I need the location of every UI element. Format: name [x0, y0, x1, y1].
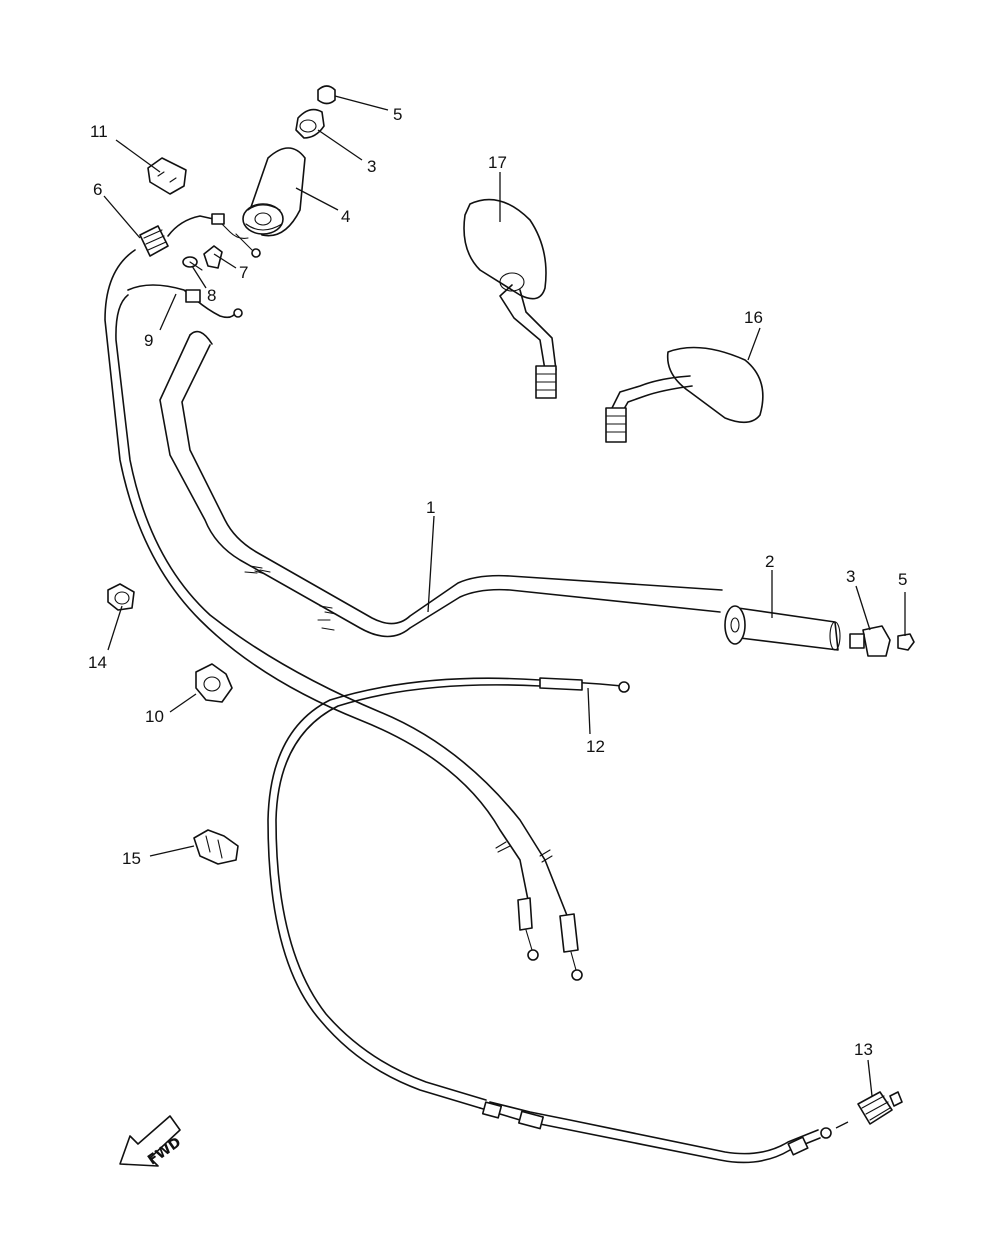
callout-labels: 5 3 4 11 6 7 8 9 17 16 1 2 3 5 14 10 12 … — [88, 105, 907, 1059]
cable-clamp-11[interactable] — [147, 157, 187, 195]
callout-12: 12 — [586, 737, 605, 756]
clutch-cable-12[interactable] — [267, 677, 832, 1164]
throttle-grip[interactable] — [242, 147, 306, 237]
screw-left[interactable] — [897, 633, 915, 651]
switch-lead-9[interactable] — [127, 284, 243, 319]
grip-end-left[interactable] — [849, 625, 891, 657]
callout-1: 1 — [426, 498, 435, 517]
grip-end-right[interactable] — [295, 108, 325, 139]
throttle-cables[interactable] — [104, 249, 583, 981]
holder-10[interactable] — [195, 663, 233, 703]
throttle-housing-6[interactable] — [139, 213, 261, 258]
callout-10: 10 — [145, 707, 164, 726]
leader-lines — [103, 95, 906, 1129]
callout-16: 16 — [744, 308, 763, 327]
callout-15: 15 — [122, 849, 141, 868]
callout-4: 4 — [341, 207, 350, 226]
screw-8[interactable] — [182, 256, 203, 271]
callout-8: 8 — [207, 286, 216, 305]
holder-15[interactable] — [193, 829, 239, 865]
callout-9: 9 — [144, 331, 153, 350]
callout-6: 6 — [93, 180, 102, 199]
callout-7: 7 — [239, 263, 248, 282]
callout-11: 11 — [90, 122, 108, 141]
callout-13: 13 — [854, 1040, 873, 1059]
callout-14: 14 — [88, 653, 107, 672]
callout-5-left: 5 — [898, 570, 907, 589]
callout-5-right: 5 — [393, 105, 402, 124]
mirror-16[interactable] — [605, 346, 764, 443]
screw-right[interactable] — [317, 85, 336, 105]
bracket-7[interactable] — [203, 245, 223, 269]
handlebar[interactable] — [159, 330, 723, 638]
callout-3-left: 3 — [846, 567, 855, 586]
callout-2: 2 — [765, 552, 774, 571]
fwd-direction-arrow: FWD — [119, 1115, 184, 1168]
left-grip[interactable] — [724, 605, 841, 651]
callout-3-right: 3 — [367, 157, 376, 176]
callout-17: 17 — [488, 153, 507, 172]
cable-adjuster-13[interactable] — [857, 1091, 903, 1125]
clamp-14[interactable] — [107, 583, 135, 611]
mirror-17[interactable] — [463, 198, 557, 399]
